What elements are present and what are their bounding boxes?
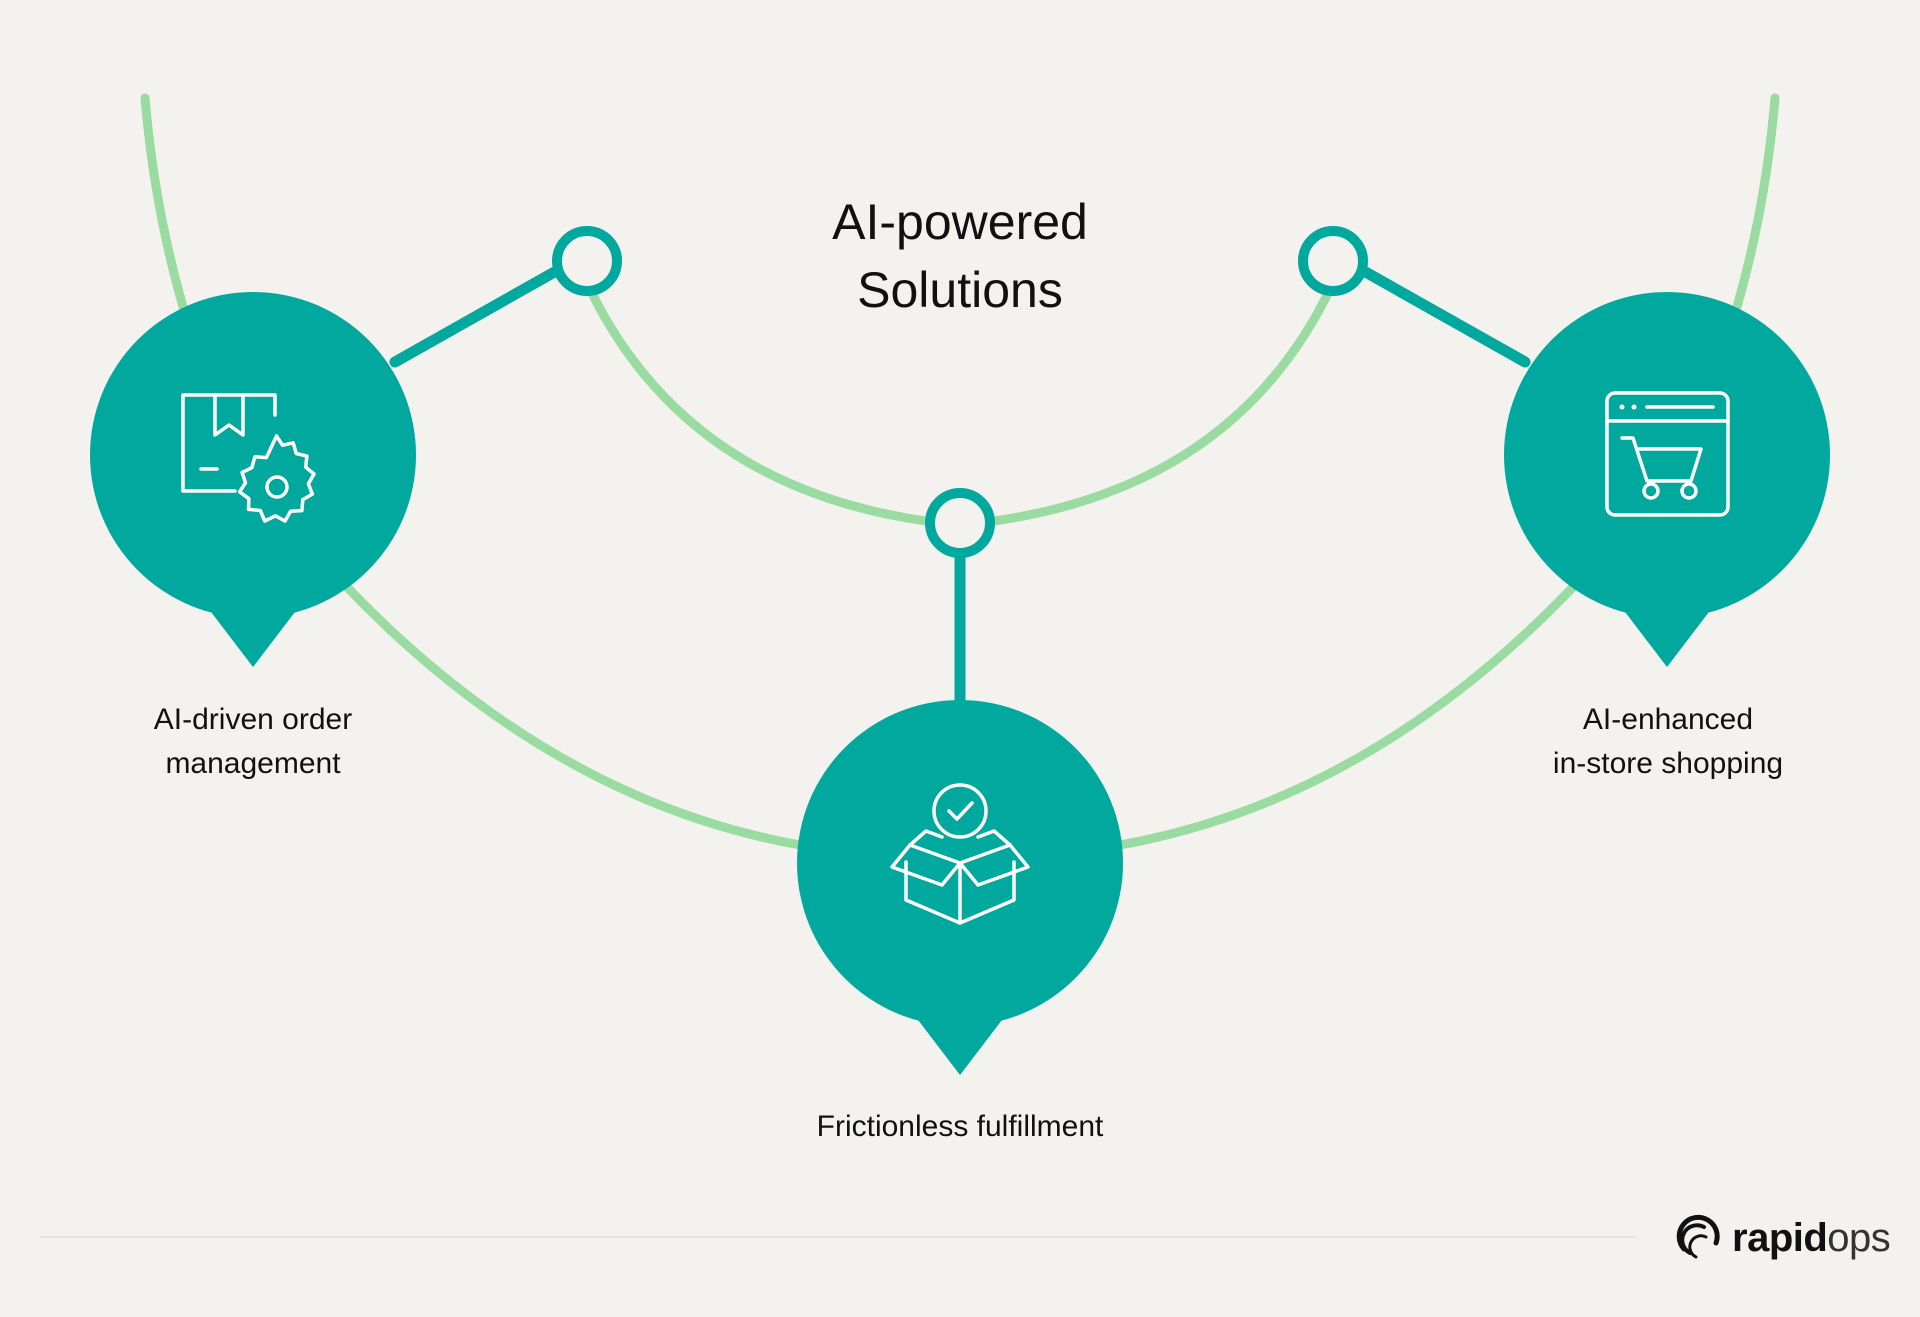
title-line-1: AI-powered (832, 194, 1088, 250)
outer-arc-left-top (140, 93, 192, 325)
pin-in-store-shopping (1504, 292, 1830, 667)
brand-name-light: ops (1827, 1215, 1891, 1260)
junction-ring-left (552, 226, 622, 296)
junction-rings (552, 226, 1368, 558)
outer-arc-right-top (1728, 93, 1780, 325)
outer-arc-right-bottom (1115, 580, 1580, 850)
pin-shape (208, 608, 298, 667)
link-right (1356, 264, 1531, 368)
pin-circle (90, 292, 416, 618)
link-left (389, 264, 564, 368)
pin-shape (1622, 608, 1712, 667)
brand-name: rapidops (1732, 1215, 1891, 1261)
diagram-title: AI-powered Solutions (660, 188, 1260, 324)
brand-logo: rapidops (1674, 1210, 1891, 1266)
label-line-2: management (165, 747, 341, 780)
browser-cart-icon (1605, 391, 1730, 517)
label-line-2: in-store shopping (1552, 747, 1784, 780)
node-label-fulfillment: Frictionless fulfillment (660, 1105, 1260, 1149)
node-label-order-management: AI-driven order management (53, 698, 453, 786)
label-line-1: AI-driven order (153, 703, 353, 736)
pin-order-management (90, 292, 416, 667)
footer-divider (40, 1236, 1636, 1238)
rapidops-logo-icon (1676, 1214, 1720, 1259)
junction-ring-right (1298, 226, 1368, 296)
title-line-2: Solutions (857, 262, 1063, 318)
pin-shape (915, 1016, 1005, 1075)
teal-links (389, 264, 1531, 711)
outer-arc-left-bottom (340, 580, 805, 850)
brand-name-bold: rapid (1732, 1215, 1828, 1260)
pin-circle (1504, 292, 1830, 618)
label-line-1: Frictionless fulfillment (816, 1110, 1104, 1143)
open-box-check-icon (890, 783, 1030, 925)
pin-fulfillment (797, 700, 1123, 1075)
package-gear-icon (181, 393, 316, 523)
label-line-1: AI-enhanced (1582, 703, 1754, 736)
junction-ring-center (925, 488, 995, 558)
node-label-in-store-shopping: AI-enhanced in-store shopping (1468, 698, 1868, 786)
